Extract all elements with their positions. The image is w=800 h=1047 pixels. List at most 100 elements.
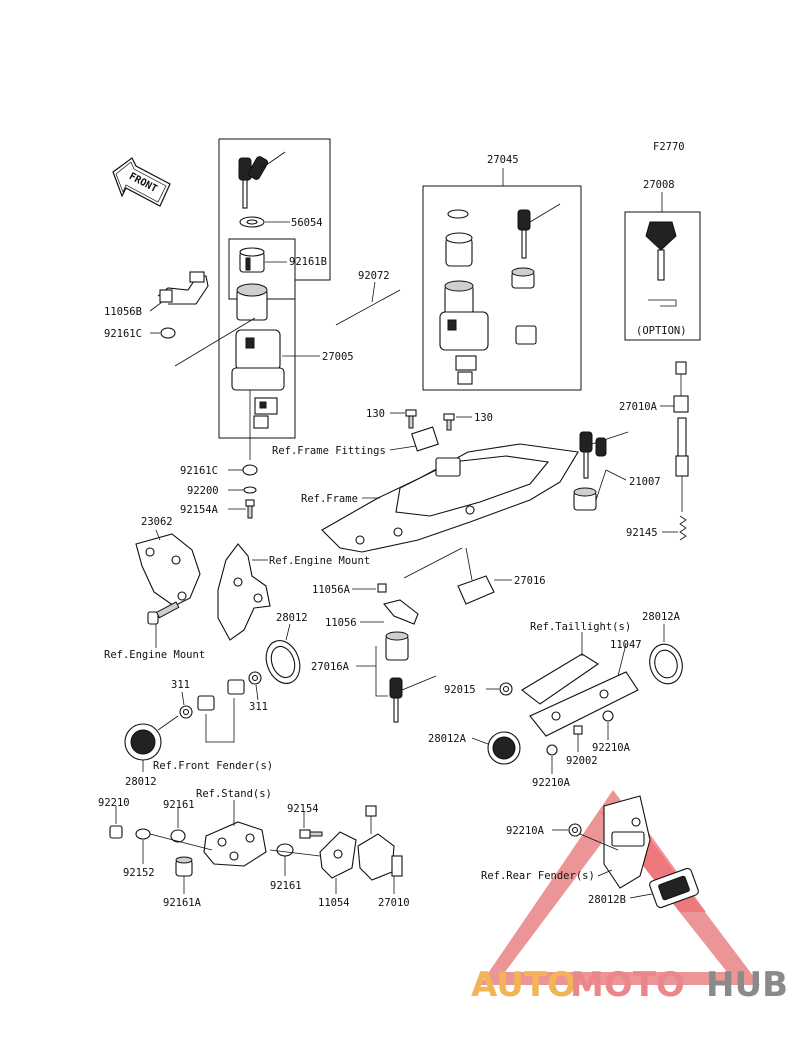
label-28012-bottom: 28012 [125,776,157,788]
cap-21007 [573,487,597,511]
bush-92161 [170,829,186,843]
keys-27045 [517,203,561,259]
bolt-130b [443,413,455,431]
label-92161A: 92161A [163,897,202,909]
label-27008: 27008 [643,179,675,191]
reflector-icon [265,640,301,684]
plug-27045 [511,267,535,289]
label-11054: 11054 [318,897,350,909]
rear-fender-reference [603,795,651,889]
label-311b: 311 [249,701,268,713]
label-92161: 92161 [163,799,195,811]
label-23062: 23062 [141,516,173,528]
key-27008-box [624,211,701,341]
label-92072: 92072 [358,270,390,282]
engine-mount-reference [217,543,271,641]
watermark-text: AUTO MOTO HUB [471,965,788,1005]
frame-reference [321,426,579,553]
cap-92210 [109,825,123,839]
label-311a: 311 [171,679,190,691]
key-27008 [645,221,677,307]
label-28012B: 28012B [588,894,626,906]
label-ref-stand: Ref.Stand(s) [196,788,272,800]
label-56054: 56054 [291,217,323,229]
label-option: (OPTION) [636,325,687,337]
reflector-28012B [649,867,699,909]
label-ref-engine-mount-2: Ref.Engine Mount [104,649,205,661]
front-arrow-icon: FRONT [112,157,171,207]
cap-92161A [175,856,193,877]
label-28012A-left: 28012A [428,733,467,745]
watermark-hub: HUB [706,965,788,1005]
label-ref-frame-fittings: Ref.Frame Fittings [272,445,386,457]
bracket-23062 [135,533,201,607]
label-27045: 27045 [487,154,519,166]
washer-27045 [447,209,469,219]
label-130a: 130 [366,408,385,420]
reflector-28012A-top [649,643,683,685]
lock-cylinder-27045 [439,280,489,385]
bolt-11056A [377,583,387,593]
bracket-taillight [521,653,639,737]
label-11047: 11047 [610,639,642,651]
label-27010: 27010 [378,897,410,909]
watermark-auto: AUTO [471,965,576,1005]
label-27016: 27016 [514,575,546,587]
washer-92152 [135,828,151,840]
label-27005: 27005 [322,351,354,363]
bolt-92002 [573,725,583,735]
label-21007: 21007 [629,476,661,488]
label-27016A: 27016A [311,661,350,673]
label-28012A-top: 28012A [642,611,681,623]
label-92210A-rear: 92210A [506,825,545,837]
label-92161B: 92161B [289,256,327,268]
label-ref-taillight: Ref.Taillight(s) [530,621,631,633]
nut-92210A-low [546,744,558,756]
watermark-moto: MOTO [570,965,685,1005]
bolt-engine-mount [147,601,180,625]
label-92145: 92145 [626,527,658,539]
reflector-28012A-left [487,731,521,765]
bush-92161-b [276,843,294,857]
label-92002: 92002 [566,755,598,767]
label-92161-b: 92161 [270,880,302,892]
bracket-11056 [383,599,419,625]
label-ref-rear-fender: Ref.Rear Fender(s) [481,870,595,882]
label-ref-engine-mount-1: Ref.Engine Mount [269,555,370,567]
keys-21007 [579,431,629,479]
label-92200: 92200 [187,485,219,497]
label-11056A: 11056A [312,584,351,596]
key-icon [238,151,286,209]
label-11056: 11056 [325,617,357,629]
bush-92161C-top [160,327,176,339]
kit-27005-box [218,138,331,439]
switch-11054 [319,831,357,879]
stand-reference [203,821,267,867]
nut-311a [179,705,193,719]
switch-27010 [357,805,403,881]
bolt-130a [405,409,417,429]
label-92161C-top: 92161C [104,328,142,340]
cap-92161B [239,247,265,273]
bracket-11056B [157,271,209,305]
nut-92015 [499,682,513,696]
spacer-front-fender-b [227,679,245,695]
nut-311b [248,671,262,685]
switch-27010A [673,361,689,512]
lock-cylinder-icon [231,283,285,460]
label-92210: 92210 [98,797,130,809]
kit-27045-box [422,185,582,391]
label-92154: 92154 [287,803,319,815]
bracket-27016 [457,575,495,605]
label-11056B: 11056B [104,306,142,318]
label-28012: 28012 [276,612,308,624]
bolt-92154 [299,829,323,839]
nut-92210A-rear [568,823,582,837]
reflector-28012-bottom [124,723,162,761]
label-ref-front-fender: Ref.Front Fender(s) [153,760,273,772]
label-92152: 92152 [123,867,155,879]
spring-92145 [679,515,687,541]
lock-27016A [385,631,437,723]
cap-27045 [445,232,473,267]
